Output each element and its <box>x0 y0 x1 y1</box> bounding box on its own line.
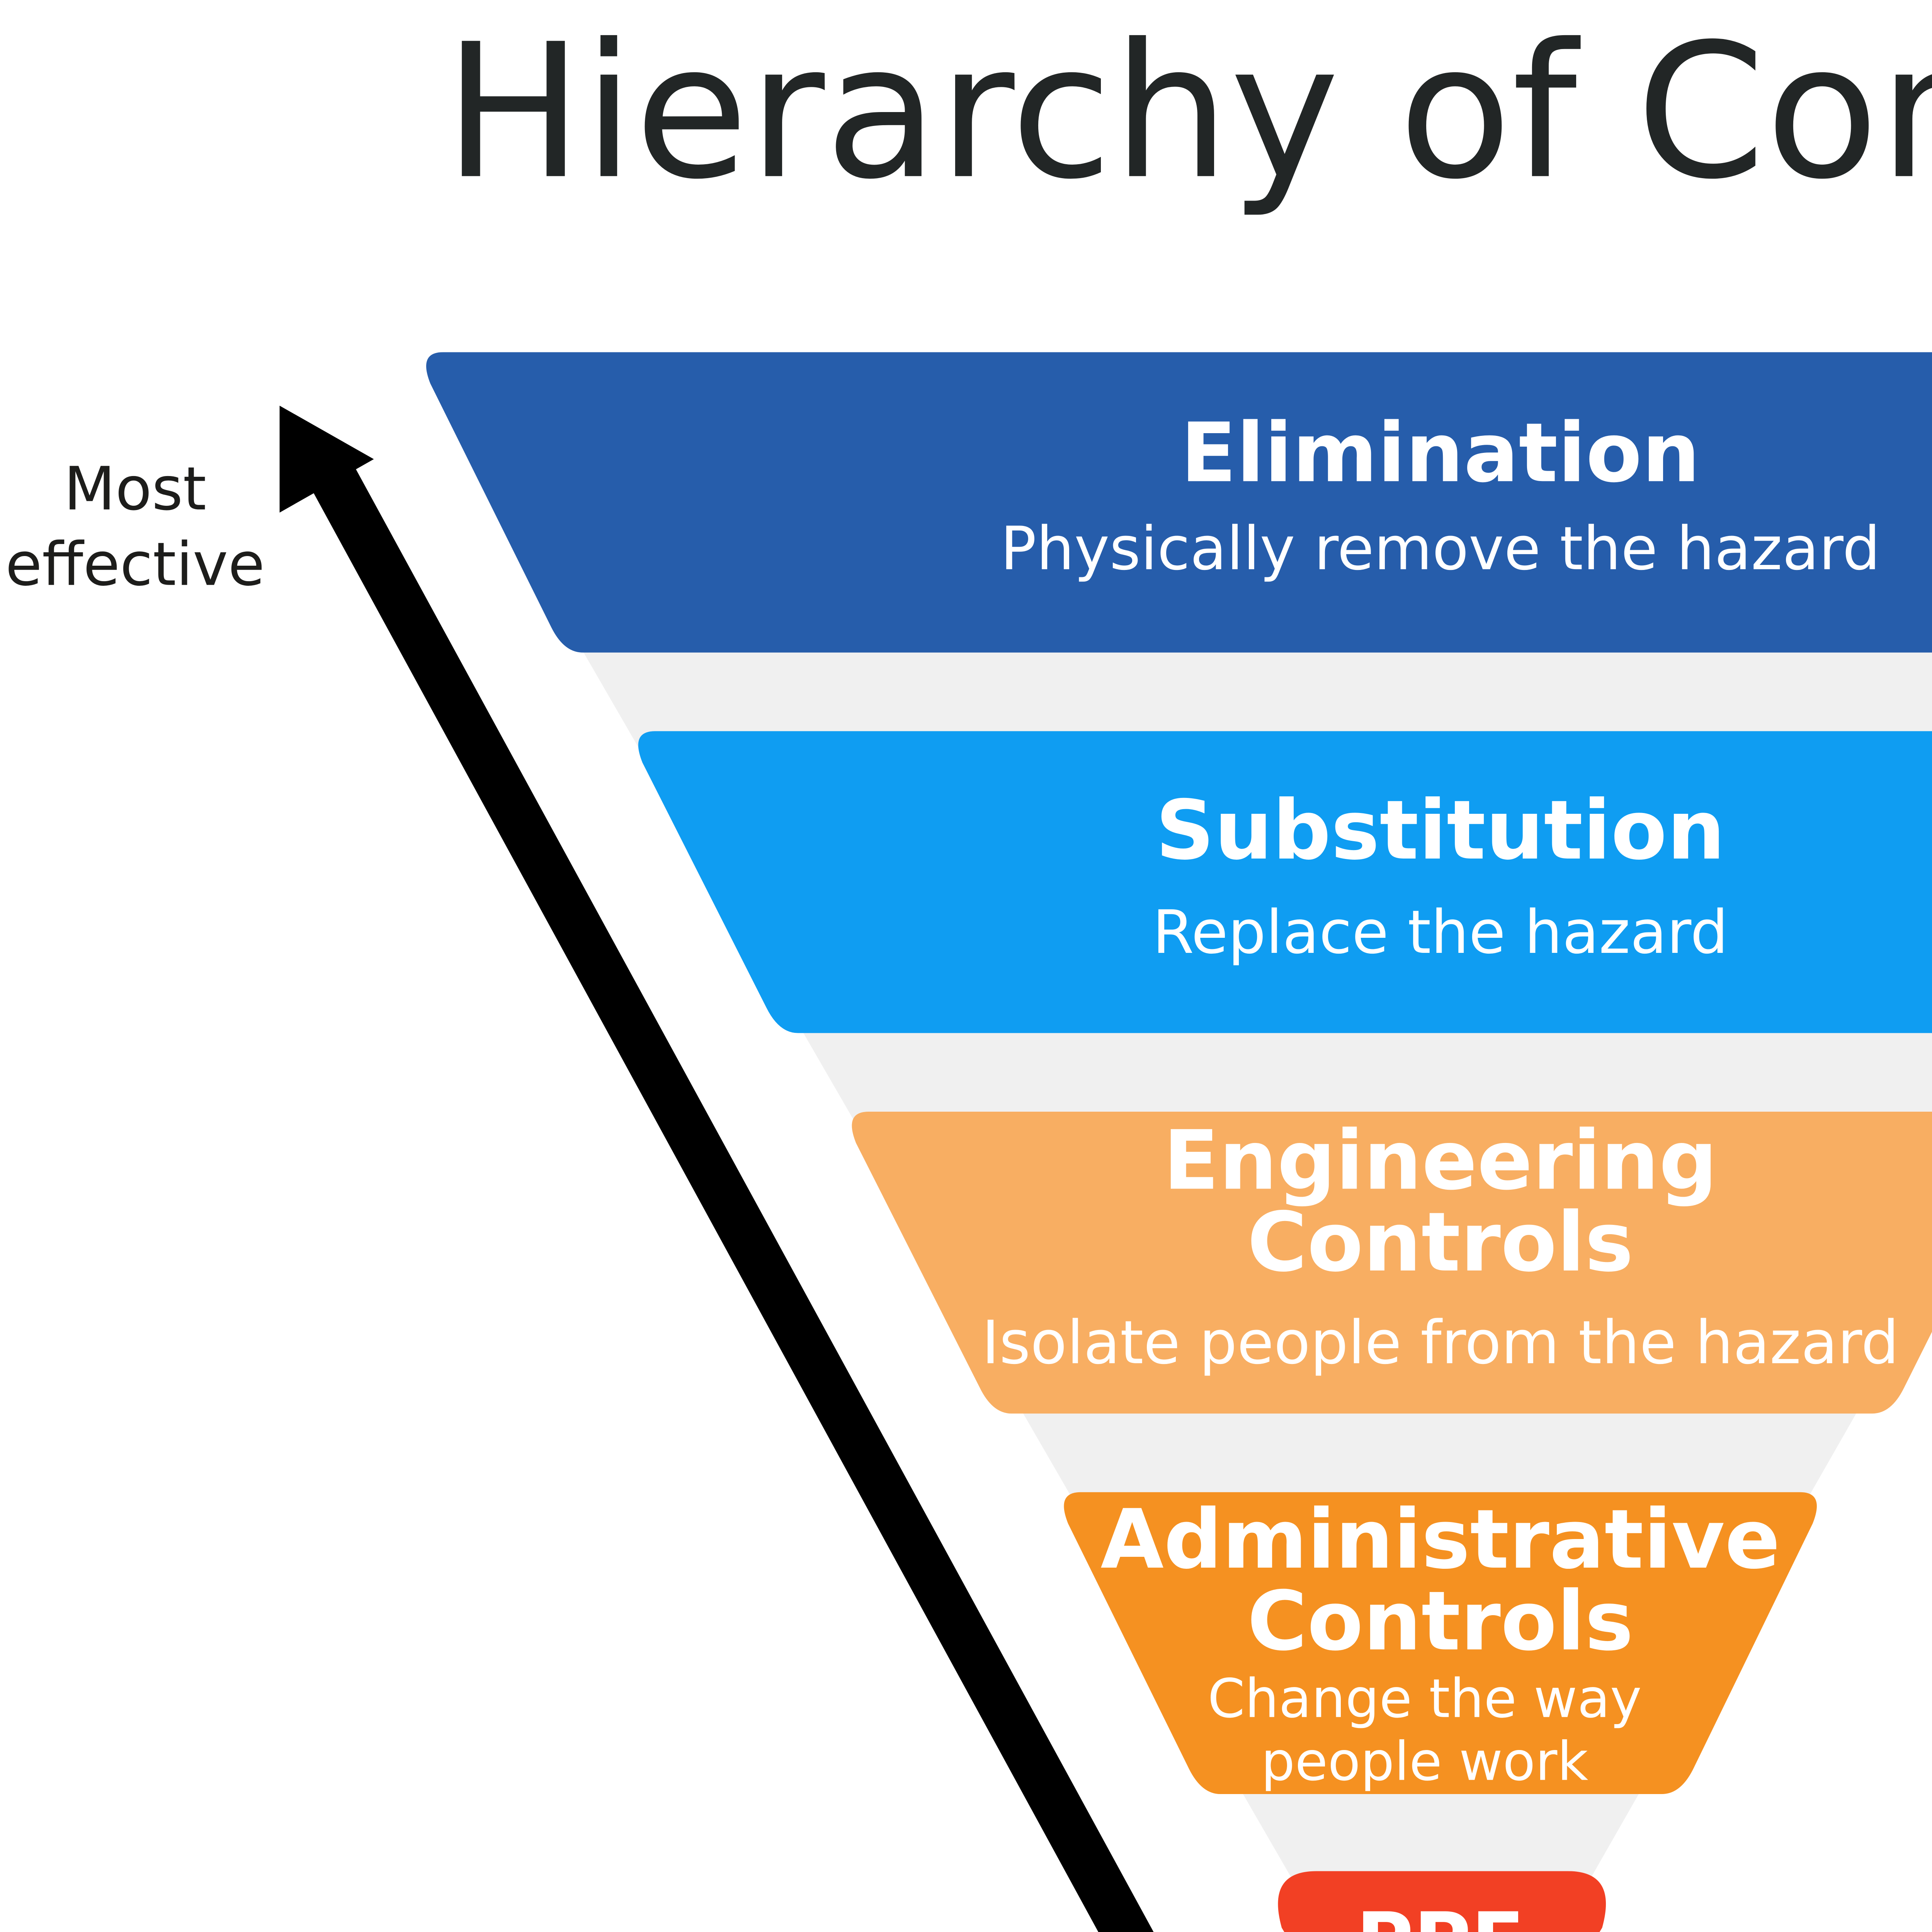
level-description-engineering-controls: Isolate people from the hazard <box>982 1308 1899 1378</box>
most-effective-label: Most effective <box>5 454 265 599</box>
level-description-elimination: Physically remove the hazard <box>1000 514 1880 583</box>
level-title-engineering-controls: Controls <box>1247 1195 1634 1290</box>
arrow-head-up-icon <box>279 405 374 513</box>
level-title-administrative-controls: Controls <box>1247 1574 1634 1669</box>
arrow-shaft <box>306 456 1154 1932</box>
level-shape-elimination <box>426 352 1932 653</box>
level-shape-engineering-controls <box>852 1111 1932 1414</box>
level-ppe: PPEProtect theworker <box>1278 1871 1606 1932</box>
level-shape-substitution <box>638 731 1932 1033</box>
level-title-administrative-controls: Administrative <box>1100 1492 1780 1587</box>
level-title-engineering-controls: Engineering <box>1163 1113 1717 1208</box>
level-description-administrative-controls: people work <box>1261 1730 1588 1793</box>
level-shape-administrative-controls <box>1064 1492 1817 1794</box>
level-title-elimination: Elimination <box>1180 405 1700 500</box>
level-description-substitution: Replace the hazard <box>1153 898 1728 967</box>
most-effective-line-2: effective <box>5 530 265 599</box>
effectiveness-arrow <box>279 405 1154 1932</box>
page-title: Hierarchy of Controls <box>444 5 1932 220</box>
most-effective-line-1: Most <box>64 454 206 524</box>
level-shape-ppe <box>1278 1871 1606 1932</box>
level-title-substitution: Substitution <box>1156 783 1725 878</box>
level-title-ppe: PPE <box>1356 1896 1525 1932</box>
level-description-administrative-controls: Change the way <box>1208 1668 1641 1730</box>
